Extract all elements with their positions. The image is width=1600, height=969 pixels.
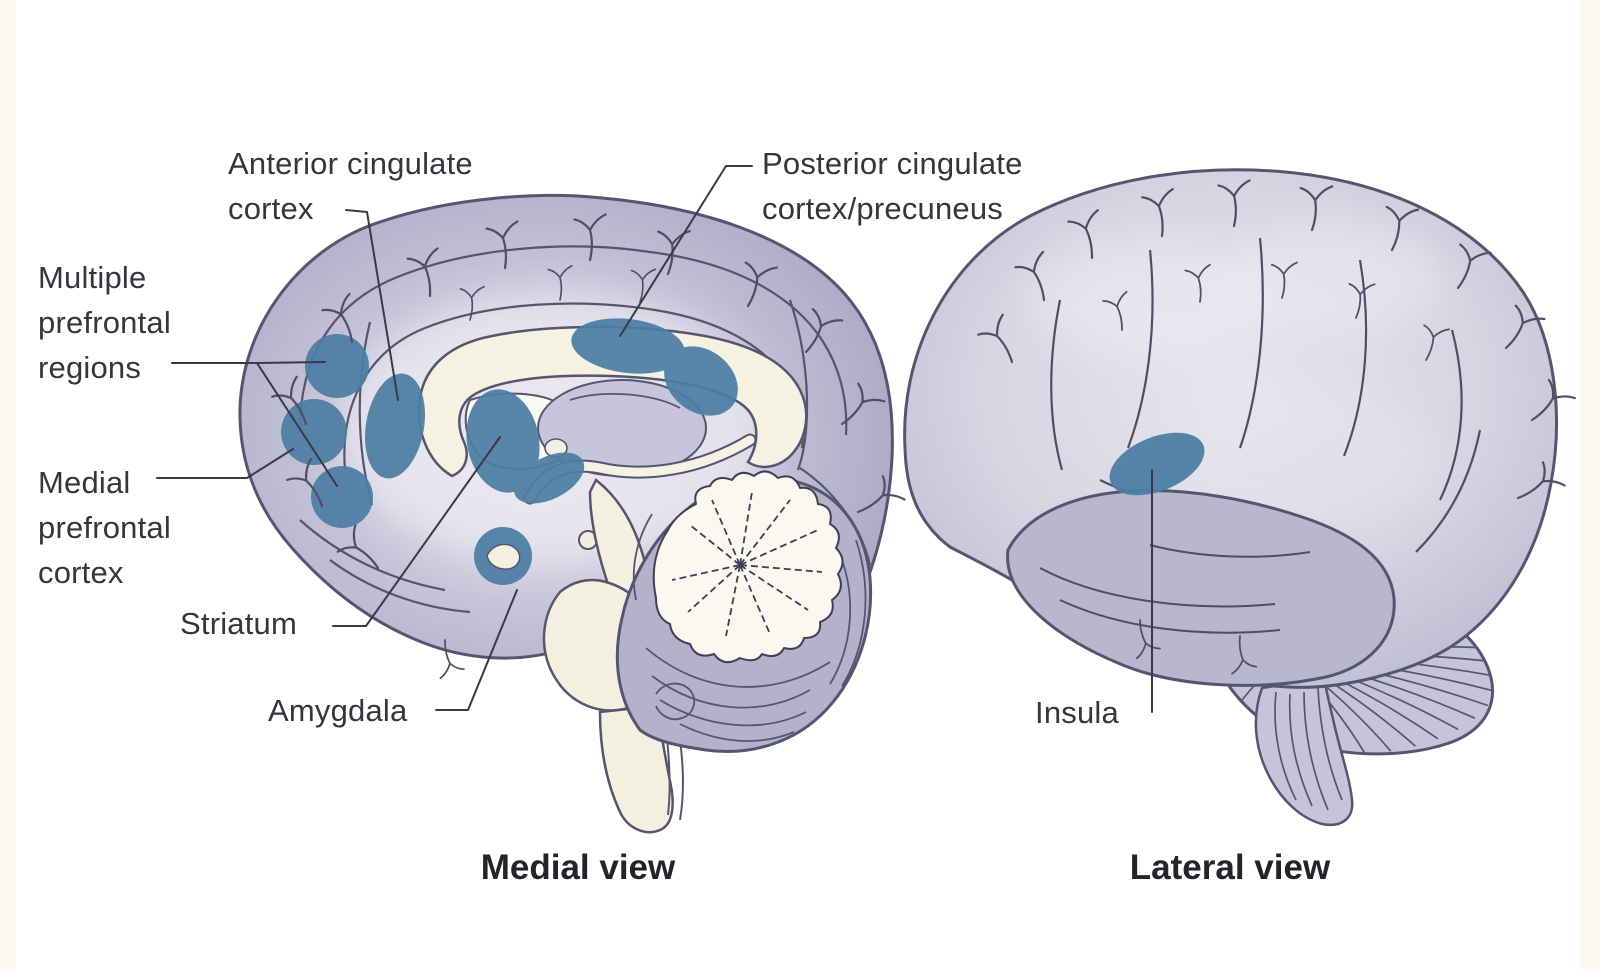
region-subcortical-strip	[513, 452, 585, 504]
label-medial-prefrontal-cortex: Medial prefrontal cortex	[38, 465, 171, 590]
label-anterior-cingulate-cortex: Anterior cingulate cortex	[228, 146, 473, 226]
caption-lateral-view: Lateral view	[1129, 848, 1331, 887]
lateral-view-illustration	[903, 168, 1576, 827]
medial-view-illustration	[238, 193, 906, 834]
cerebellum-folia-lines	[632, 513, 867, 742]
region-posterior-cingulate	[571, 318, 685, 374]
label-amygdala: Amygdala	[268, 693, 408, 728]
caption-medial-view: Medial view	[480, 848, 676, 887]
leader-lines	[156, 165, 1153, 713]
region-prefrontal-2	[281, 399, 347, 465]
cortex-highlight-patch	[1220, 225, 1440, 335]
temporal-sulci	[1039, 544, 1311, 634]
region-prefrontal-3	[311, 466, 373, 528]
label-striatum: Striatum	[180, 606, 298, 641]
medial-highlight-regions	[281, 318, 738, 585]
page-margin-right	[1580, 0, 1600, 969]
region-anterior-cingulate	[364, 373, 426, 479]
leader-amygdala	[435, 589, 518, 711]
cortex-highlight-patch	[1160, 390, 1440, 530]
region-prefrontal-1	[305, 334, 369, 398]
label-insula: Insula	[1035, 695, 1119, 730]
leader-striatum	[332, 436, 501, 627]
label-posterior-cingulate-cortex: Posterior cingulate cortex/precuneus	[762, 146, 1023, 226]
region-precuneus	[664, 346, 738, 416]
page-margin-left	[0, 0, 16, 969]
cerebellum-medial	[615, 470, 873, 753]
leader-medial-prefrontal	[156, 448, 294, 479]
region-striatum	[466, 389, 540, 493]
leader-multiple-prefrontal-bottom	[256, 362, 338, 487]
cortex-highlight-patch	[1030, 240, 1270, 360]
label-multiple-prefrontal-regions: Multiple prefrontal regions	[38, 260, 171, 385]
hippocampus-detail	[486, 543, 521, 570]
leader-anterior-cingulate	[345, 209, 399, 401]
leader-multiple-prefrontal-top	[171, 361, 326, 364]
leader-posterior-cingulate	[619, 165, 753, 337]
arbor-vitae	[652, 470, 844, 664]
arbor-vitae-ribs	[671, 491, 823, 637]
region-insula	[1109, 432, 1205, 496]
thalamus-inner-line	[569, 393, 681, 409]
brainstem-lateral	[1254, 676, 1354, 827]
